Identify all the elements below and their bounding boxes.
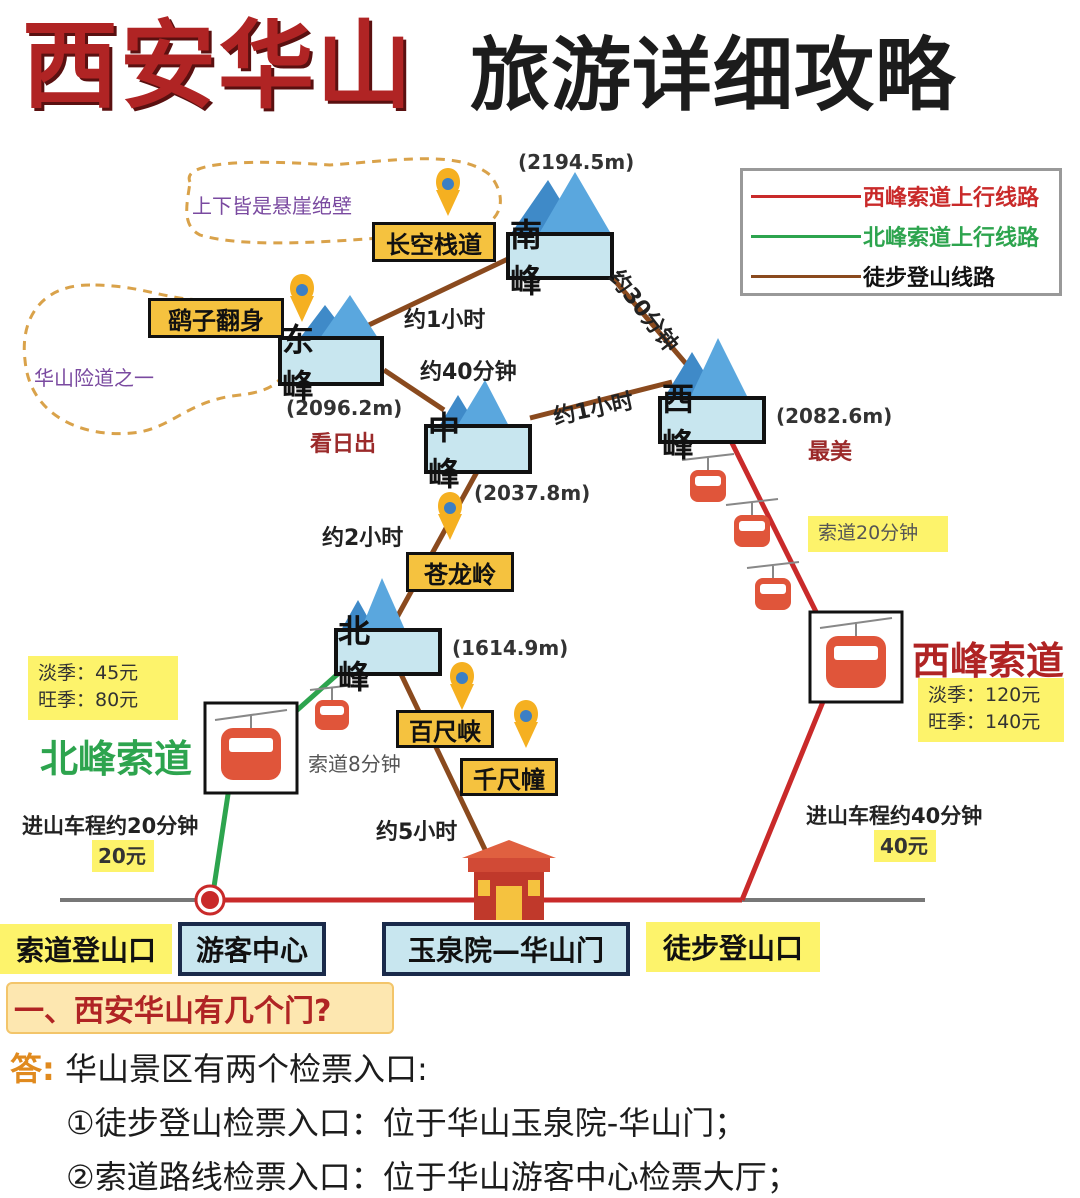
cliff-dashed-loop (185, 157, 502, 245)
faq-item-2: ②索道路线检票入口：位于华山游客中心检票大厅； (66, 1158, 799, 1196)
east-peak-note: 看日出 (310, 432, 377, 457)
west-cable-price-low: 淡季：120元 (928, 684, 1041, 706)
west-cable-car-icon (808, 610, 904, 704)
hike-east-south (350, 255, 512, 336)
cable-entry-label[interactable]: 索道登山口 (0, 924, 172, 974)
north-mountain-icon (340, 578, 406, 632)
hike-entry-label[interactable]: 徒步登山口 (646, 922, 820, 972)
hike-middle-west (529, 379, 673, 421)
north-cable-price-low: 淡季：45元 (38, 662, 139, 684)
west-cable-price-high: 旺季：140元 (928, 710, 1041, 733)
hike-south-west (608, 273, 702, 382)
hike-east-middle (382, 367, 446, 413)
north-cable-prices: 淡季：45元 旺季：80元 (28, 656, 178, 720)
legend-label-west: 西峰索道上行线路 (863, 186, 1040, 211)
west-peak-elevation: (2082.6m) (776, 404, 893, 428)
danger-dashed-loop (22, 283, 289, 436)
north-peak[interactable]: 北 峰 (334, 612, 442, 696)
hike-route-upper (387, 468, 481, 632)
middle-peak-label: 中 峰 (428, 409, 471, 493)
cliff-note: 上下皆是悬崖绝壁 (192, 194, 352, 218)
route-map (22, 157, 925, 920)
north-peak-label: 北 峰 (338, 612, 381, 696)
legend: 西峰索道上行线路 北峰索道上行线路 徒步登山线路 (740, 168, 1062, 296)
north-bus-price: 20元 (92, 840, 154, 872)
faq-item-1: ①徒步登山检票入口：位于华山玉泉院-华山门； (66, 1104, 747, 1142)
west-cable-title: 西峰索道 (912, 639, 1065, 683)
duration-east-south: 约1小时 (404, 308, 486, 333)
canglong-pin-icon (438, 492, 462, 540)
south-mountain-icon (512, 172, 610, 232)
west-bus-time: 进山车程约40分钟 (806, 804, 983, 828)
danger-note: 华山险道之一 (34, 366, 154, 390)
faq-question: 一、西安华山有几个门? (6, 982, 394, 1034)
cable-car-icon (725, 498, 779, 547)
cable-car-icon (309, 684, 355, 730)
west-bus-price: 40元 (874, 830, 936, 862)
faq-answer-text: 华山景区有两个检票入口: (64, 1050, 428, 1088)
baichi-pin-icon (450, 662, 474, 710)
gate-building-icon (462, 840, 556, 920)
west-peak[interactable]: 西 峰 (658, 380, 766, 464)
north-cable-car-icon (203, 701, 299, 795)
east-peak-elevation: (2096.2m) (286, 396, 403, 420)
title-text: 旅游详细攻略 (470, 29, 956, 122)
legend-label-hike: 徒步登山线路 (863, 266, 996, 291)
start-point-icon (194, 884, 226, 916)
duration-north-cable: 索道8分钟 (308, 752, 401, 776)
spot-canglong[interactable]: 苍龙岭 (406, 552, 514, 592)
duration-east-middle: 约40分钟 (420, 360, 517, 385)
west-cable-prices: 淡季：120元 旺季：140元 (918, 678, 1064, 742)
legend-line-west (751, 194, 861, 198)
middle-peak[interactable]: 中 峰 (424, 409, 532, 493)
duration-north-middle: 约2小时 (322, 526, 404, 551)
title-highlight: 西安华山 (22, 10, 414, 122)
faq-answer-lead: 答: (10, 1050, 55, 1088)
legend-label-north: 北峰索道上行线路 (863, 226, 1040, 251)
yaozi-pin-icon (290, 274, 314, 322)
north-bus-time: 进山车程约20分钟 (22, 814, 199, 838)
west-peak-note: 最美 (808, 440, 853, 465)
south-peak[interactable]: 南 峰 (506, 216, 614, 300)
visitor-center-label[interactable]: 游客中心 (178, 922, 326, 976)
cable-car-icon (746, 561, 800, 610)
east-peak-label: 东 峰 (282, 321, 325, 405)
duration-gate-north: 约5小时 (376, 820, 458, 845)
legend-item-west: 西峰索道上行线路 (751, 181, 1039, 211)
legend-item-north: 北峰索道上行线路 (751, 221, 1039, 251)
north-peak-elevation: (1614.9m) (452, 636, 569, 660)
spot-qianchi[interactable]: 千尺幢 (460, 758, 558, 796)
cable-car-icon (681, 453, 735, 502)
south-peak-label: 南 峰 (510, 216, 553, 300)
legend-item-hike: 徒步登山线路 (751, 261, 995, 291)
middle-mountain-icon (438, 380, 510, 428)
legend-line-hike (751, 274, 861, 278)
east-mountain-icon (300, 295, 378, 338)
south-peak-elevation: (2194.5m) (518, 150, 635, 174)
north-cable-price-high: 旺季：80元 (38, 688, 139, 711)
spot-baichi[interactable]: 百尺峡 (396, 710, 494, 748)
faq-answer: 答: 华山景区有两个检票入口: (10, 1044, 428, 1090)
spot-changkong[interactable]: 长空栈道 (372, 222, 496, 262)
middle-peak-elevation: (2037.8m) (474, 481, 591, 505)
north-cable-title: 北峰索道 (40, 737, 193, 781)
hike-route-line (397, 670, 493, 862)
changkong-pin-icon (436, 168, 460, 216)
west-mountain-icon (664, 338, 748, 398)
spot-yaozi[interactable]: 鹞子翻身 (148, 298, 284, 338)
west-peak-label: 西 峰 (662, 380, 705, 464)
qianchi-pin-icon (514, 700, 538, 748)
legend-line-north (751, 234, 861, 238)
duration-west-cable: 索道20分钟 (808, 516, 948, 552)
east-peak[interactable]: 东 峰 (278, 321, 384, 405)
yuquan-gate-label[interactable]: 玉泉院—华山门 (382, 922, 630, 976)
